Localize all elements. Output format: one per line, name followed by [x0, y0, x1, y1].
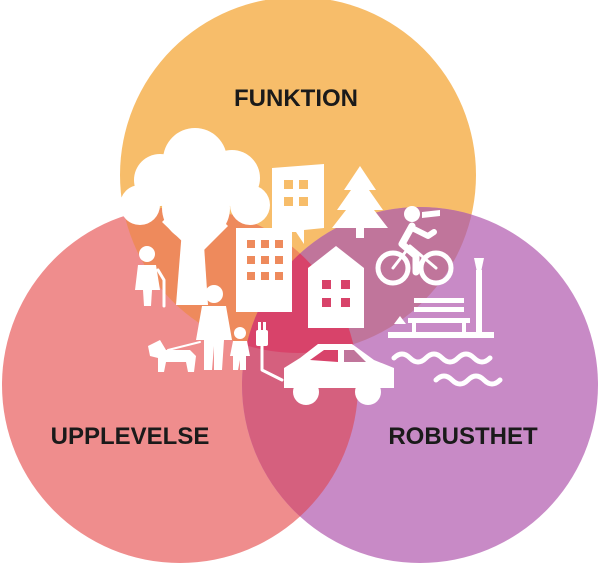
parent-child-icon [196, 285, 250, 370]
car-icon [284, 344, 394, 405]
office-building-icon [272, 164, 324, 244]
water-waves-icon [391, 351, 503, 387]
label-upplevelse: UPPLEVELSE [51, 423, 210, 450]
dog-icon [148, 340, 201, 372]
label-robusthet: ROBUSTHET [388, 423, 538, 450]
tree-icon [120, 128, 270, 305]
elderly-person-icon [135, 246, 166, 308]
street-lamp-icon [474, 258, 484, 332]
cyclist-icon [375, 206, 454, 286]
pine-tree-icon [332, 166, 388, 238]
house-icon [308, 246, 364, 328]
ev-charger-icon [256, 322, 284, 382]
apartment-building-icon [236, 228, 292, 312]
label-funktion: FUNKTION [234, 85, 358, 112]
park-bench-icon [388, 298, 494, 338]
